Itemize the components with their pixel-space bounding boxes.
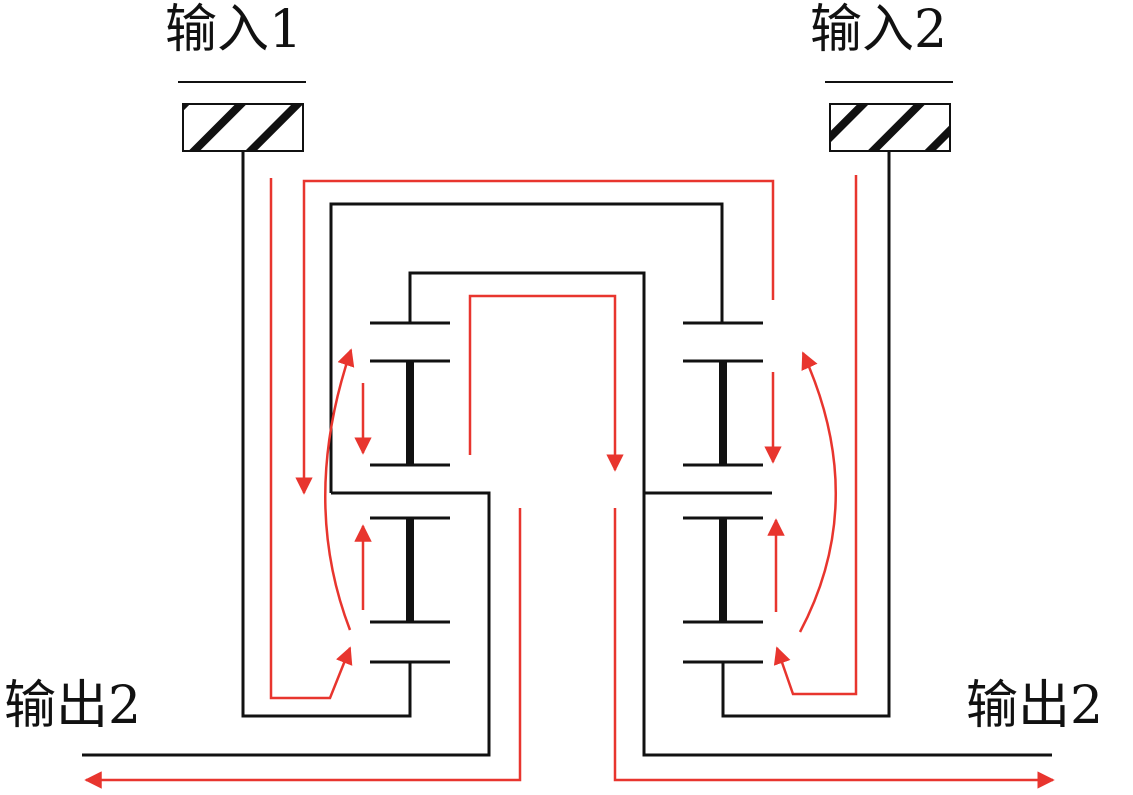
power-flow-arrows <box>84 175 1055 789</box>
flow-top-left-down <box>295 179 775 495</box>
flow-input2-down <box>773 175 858 696</box>
outer-carrier <box>329 202 724 493</box>
flow-right-curve-up <box>798 351 837 633</box>
output-left-label: 输出2 <box>4 676 142 736</box>
flow-right-output <box>613 508 1055 789</box>
flow-inner-carrier-down <box>468 294 624 472</box>
input2-label: 输入2 <box>810 0 948 60</box>
inner-carrier <box>408 271 1052 757</box>
flow-left-curve-up <box>324 348 355 631</box>
input1-shaft <box>241 151 412 718</box>
left-gear-set <box>370 321 450 664</box>
right-gear-set <box>683 321 763 664</box>
output-right-label: 输出2 <box>966 676 1104 736</box>
input2-shaft-block <box>829 103 951 152</box>
structure-lines <box>82 151 1052 757</box>
left-output-shaft <box>82 491 491 757</box>
input1-label: 输入1 <box>165 0 303 60</box>
flow-left-output <box>84 508 522 789</box>
input2-shaft <box>721 151 891 718</box>
flow-input1-down <box>269 178 353 700</box>
input1-shaft-block <box>182 103 304 152</box>
